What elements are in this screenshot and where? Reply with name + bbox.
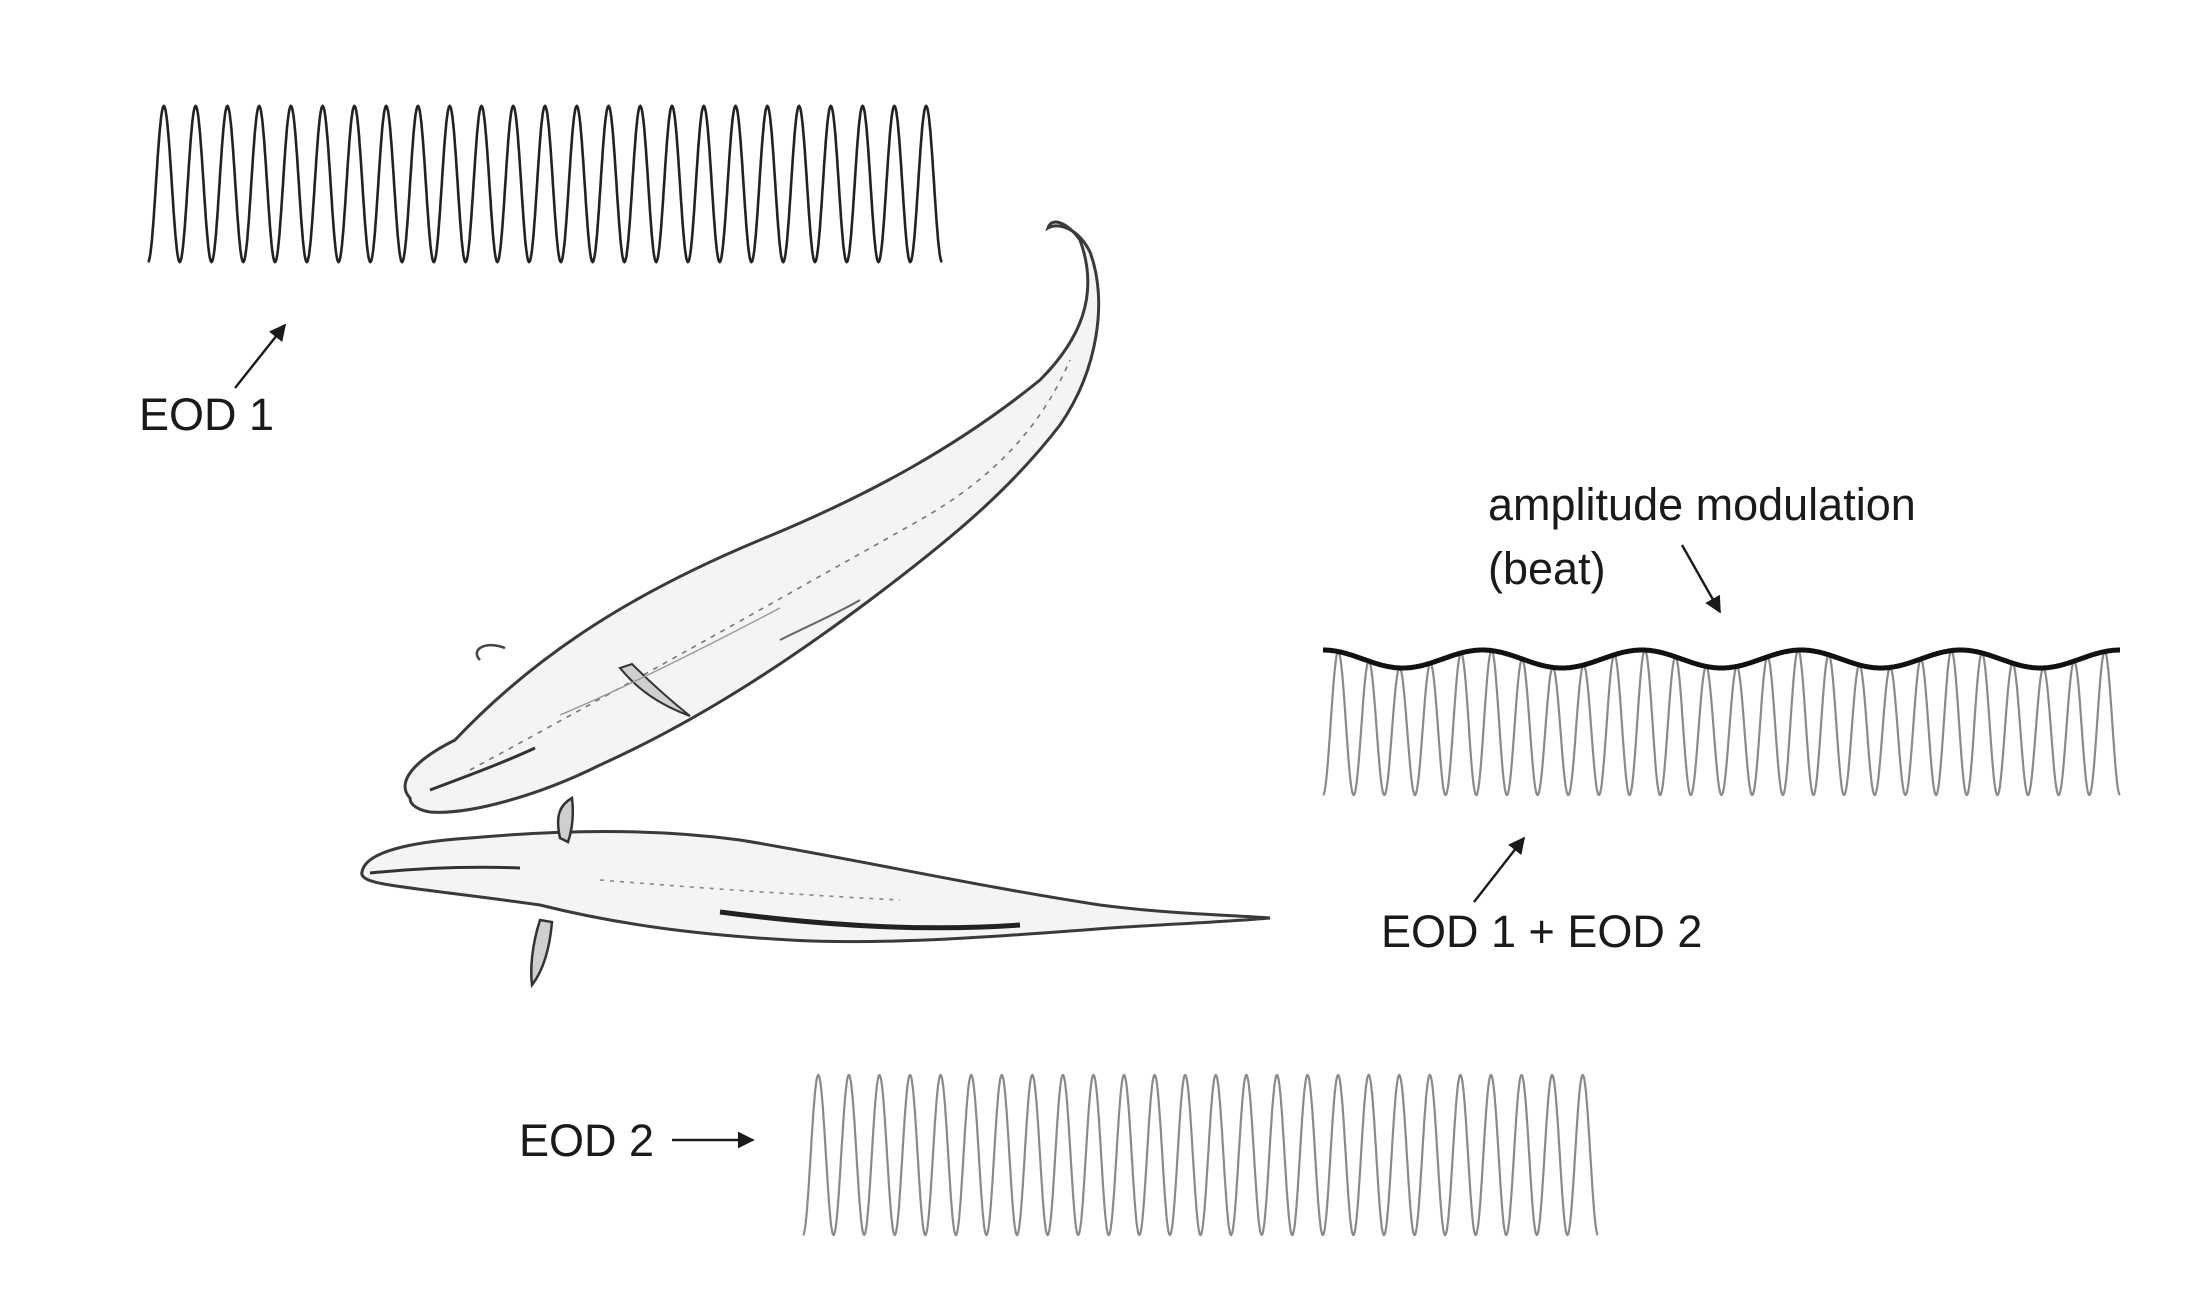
eod1-waveform — [147, 104, 943, 264]
beat-label: (beat) — [1488, 543, 1606, 594]
sum-arrow — [1473, 836, 1526, 903]
beat-envelope — [1323, 647, 2120, 671]
eod1-arrow — [234, 323, 287, 389]
eod-sum-label: EOD 1 + EOD 2 — [1381, 906, 1703, 957]
sum-waveform — [1322, 648, 2121, 797]
eod2-waveform — [802, 1073, 1599, 1237]
amplitude-modulation-label: amplitude modulation — [1488, 479, 1916, 530]
eod2-label: EOD 2 — [519, 1115, 655, 1166]
lower-fish-illustration — [360, 795, 1271, 989]
beat-arrow — [1680, 544, 1722, 614]
upper-fish-illustration — [403, 220, 1101, 814]
eod1-label: EOD 1 — [139, 389, 275, 440]
